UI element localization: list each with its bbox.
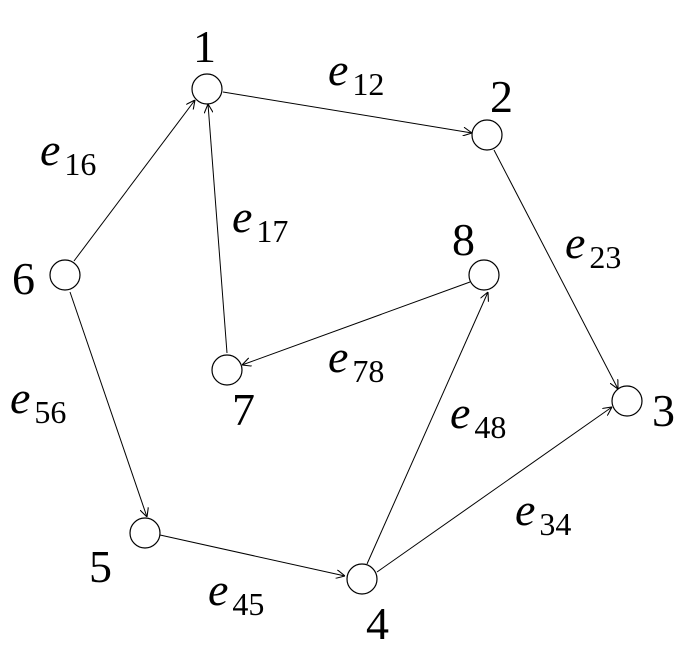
node-8	[468, 259, 500, 291]
node-label-4: 4	[366, 598, 389, 649]
edge-e56	[69, 291, 147, 517]
edge-e12	[222, 91, 472, 133]
edge-e45	[159, 534, 345, 576]
edge-e48	[366, 292, 488, 565]
node-2	[471, 119, 503, 151]
nodes	[49, 73, 643, 595]
node-4	[346, 563, 378, 595]
node-3	[611, 385, 643, 417]
edge-e34	[376, 407, 612, 573]
edges	[69, 91, 618, 576]
node-labels: 1 2 3 4 5 6 7 8	[12, 21, 675, 649]
node-label-5: 5	[89, 541, 112, 592]
node-label-6: 6	[12, 253, 35, 304]
node-6	[49, 259, 81, 291]
node-label-1: 1	[193, 21, 216, 72]
edge-e78	[242, 281, 471, 365]
node-label-8: 8	[452, 214, 475, 265]
node-7	[211, 354, 243, 386]
node-label-3: 3	[652, 385, 675, 436]
edge-e16	[73, 100, 195, 262]
node-label-2: 2	[490, 71, 513, 122]
node-1	[191, 73, 223, 105]
edge-e23	[493, 149, 618, 389]
node-label-7: 7	[232, 384, 255, 435]
node-5	[129, 517, 161, 549]
edge-e17	[208, 104, 228, 354]
